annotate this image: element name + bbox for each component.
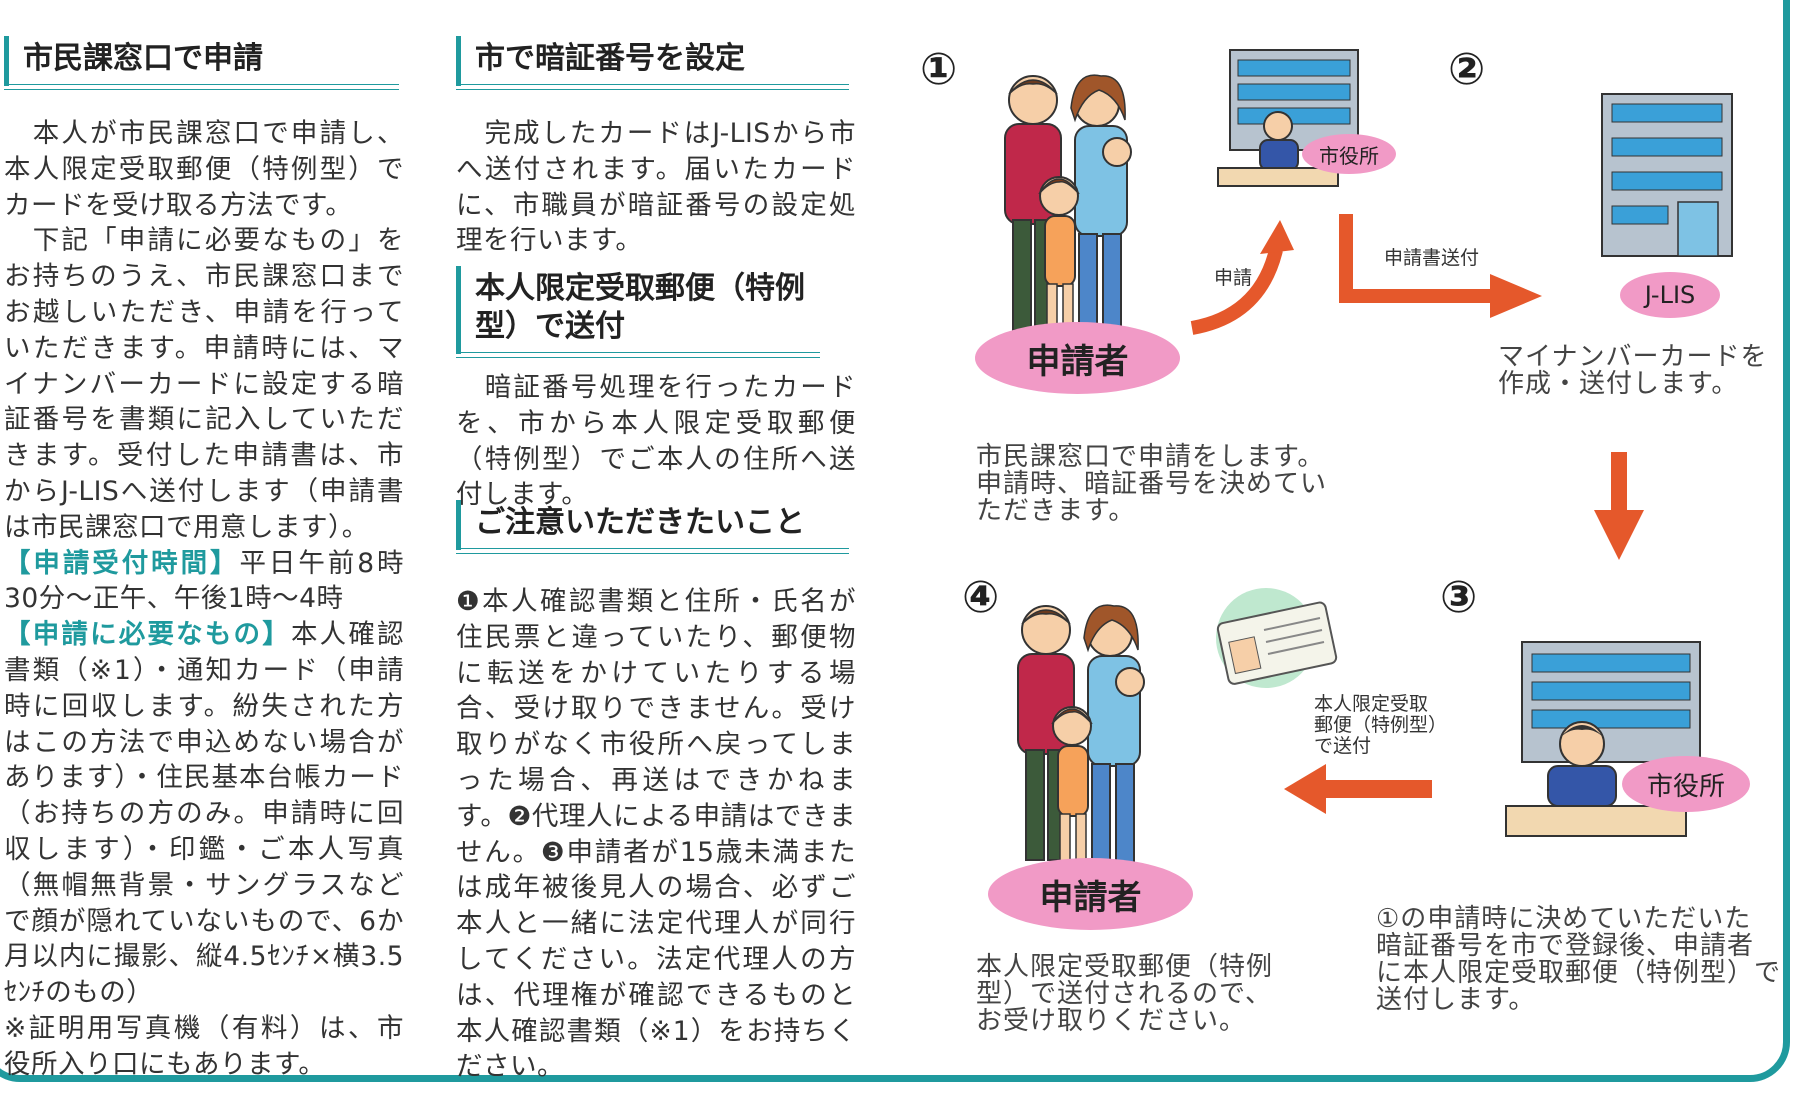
step-3-caption: ①の申請時に決めていただいた 暗証番号を市で登録後、申請者 に本人限定受取郵便（…	[1376, 904, 1782, 1015]
col2-paragraph-2: 暗証番号処理を行ったカードを、市から本人限定受取郵便（特例型）でご本人の住所へ送…	[456, 372, 856, 511]
step-3-number: ③	[1440, 572, 1478, 623]
applicant-label-2: 申請者	[1039, 877, 1142, 918]
hours-info: 【申請受付時間】平日午前8時30分～正午、午後1時～4時	[4, 546, 404, 618]
applicant-label: 申請者	[1026, 341, 1129, 382]
section-heading-pin: 市で暗証番号を設定	[456, 36, 849, 90]
hours-text: 平日午前8時30分～正午、午後1時～4時	[4, 547, 404, 615]
city-hall-illustration-1	[1217, 49, 1359, 187]
send-form-label: 申請書送付	[1384, 247, 1480, 269]
step-4-caption: 本人限定受取郵便（特例 型）で送付されるので、 お受け取りください。	[976, 952, 1274, 1036]
city-hall-badge-2: 市役所	[1622, 756, 1750, 812]
col2-paragraph-3: ❶本人確認書類と住所・氏名が住民票と違っていたり、郵便物に転送をかけていたりする…	[456, 586, 856, 1083]
apply-arrow-label: 申請	[1214, 267, 1253, 289]
section-heading-caution: ご注意いただきたいこと	[456, 500, 849, 554]
mail-arrow	[1284, 764, 1432, 814]
needs-text: 本人確認書類（※1）・通知カード（申請時に回収します。紛失された方はこの方法で申…	[4, 619, 405, 1009]
applicant-badge-2: 申請者	[988, 858, 1193, 930]
col1-text: 本人が市民課窓口で申請し、本人限定受取郵便（特例型）でカードを受け取る方法です。…	[4, 116, 404, 1083]
step-1-number: ①	[920, 44, 958, 95]
photo-machine-note: ※証明用写真機（有料）は、市役所入り口にもあります。	[4, 1012, 404, 1080]
jlis-building-illustration	[1601, 93, 1733, 257]
city-hall-illustration-2	[1505, 641, 1701, 837]
family-illustration-1	[1004, 74, 1132, 337]
step-1-caption: 市民課窓口で申請をします。 申請時、暗証番号を決めてい ただきます。	[976, 442, 1328, 526]
apply-arrow	[1190, 220, 1294, 335]
family-illustration-2	[1017, 604, 1145, 867]
section-heading-mail: 本人限定受取郵便（特例型）で送付	[456, 266, 820, 358]
step-2-number: ②	[1448, 44, 1486, 95]
needs-label: 【申請に必要なもの】	[4, 619, 291, 651]
applicant-badge-1: 申請者	[975, 322, 1180, 394]
city-hall-label-2: 市役所	[1646, 771, 1725, 802]
col1-paragraph-2: 下記「申請に必要なもの」をお持ちのうえ、市民課窓口までお越しいただき、申請を行っ…	[4, 225, 404, 543]
needs-info: 【申請に必要なもの】本人確認書類（※1）・通知カード（申請時に回収します。紛失さ…	[4, 617, 404, 1011]
send-form-arrow	[1339, 214, 1542, 318]
down-arrow	[1594, 452, 1644, 560]
city-hall-label: 市役所	[1319, 143, 1379, 168]
step-4-number: ④	[962, 572, 1000, 623]
mail-arrow-label: 本人限定受取 郵便（特例型） で送付	[1314, 693, 1448, 757]
section-heading-apply: 市民課窓口で申請	[4, 36, 399, 90]
col1-paragraph-1: 本人が市民課窓口で申請し、本人限定受取郵便（特例型）でカードを受け取る方法です。	[4, 118, 404, 221]
step-2-caption: マイナンバーカードを 作成・送付します。	[1498, 342, 1768, 399]
jlis-label: J-LIS	[1644, 281, 1696, 309]
id-card-illustration	[1216, 588, 1338, 688]
city-hall-badge-1: 市役所	[1302, 134, 1396, 174]
hours-label: 【申請受付時間】	[4, 547, 240, 579]
col2-paragraph-1: 完成したカードはJ-LISから市へ送付されます。届いたカードに、市職員が暗証番号…	[456, 118, 856, 257]
jlis-badge: J-LIS	[1620, 272, 1720, 318]
